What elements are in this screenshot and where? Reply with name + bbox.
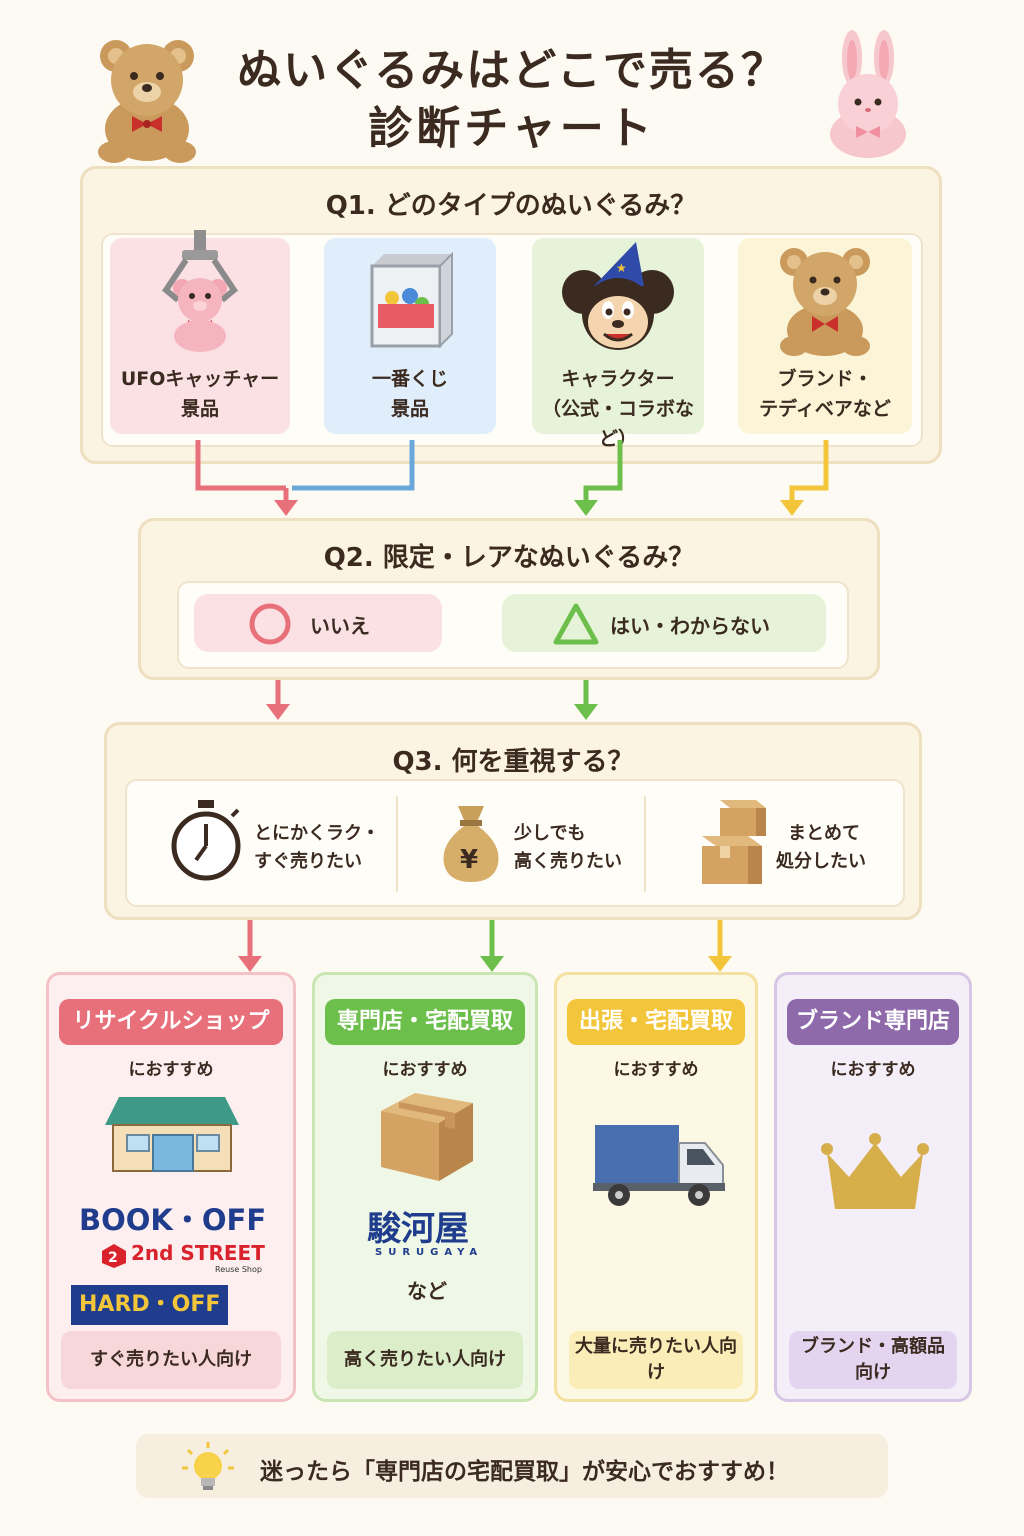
tip-text: 迷ったら「専門店の宅配買取」が安心でおすすめ！ [260,1459,789,1485]
q3-options [125,779,905,907]
crown-icon [821,1133,929,1209]
q3-title: Q3. 何を重視する？ [392,747,634,777]
result-specialty-store-foot: 高く売りたい人向け [327,1331,523,1389]
triangle-icon [553,603,599,645]
truck-icon [593,1125,725,1206]
result-specialty-store-rec: におすすめ [382,1060,468,1080]
q1-title: Q1. どのタイプのぬいぐるみ？ [325,191,697,221]
stopwatch-icon [171,800,241,881]
q1-option-brand[interactable]: ブランド・ テディベアなど [738,238,912,434]
q3-option-bulk-line1: まとめて [788,823,860,844]
result-home-visit-rec: におすすめ [613,1060,699,1080]
q1-option-character-line2: （公式・コラボなど） [541,398,694,450]
money-bag-icon: ¥ [443,806,499,882]
etc-text: など [407,1279,447,1303]
q2-option-yes-label: はい・わからない [610,614,770,638]
q2-option-no[interactable]: いいえ [194,594,442,652]
result-brand-store-foot-line1: ブランド・高額品 [801,1336,945,1357]
result-brand-store-badge: ブランド専門店 [787,999,959,1045]
boxes-icon [702,800,766,884]
teddy-bear-icon [98,40,196,163]
bookoff-logo: BOOK・OFF [79,1203,267,1237]
q1-option-character-line1: キャラクター [561,368,675,390]
result-recycle-shop-badge: リサイクルショップ [59,999,283,1045]
result-brand-store-foot-line2: 向け [855,1362,891,1383]
q3-option-high-price-line1: 少しでも [514,823,586,844]
q3-divider [644,796,646,892]
q2-title: Q2. 限定・レアなぬいぐるみ？ [323,543,695,573]
circle-icon [249,603,291,645]
q1-option-ufo-line2: 景品 [180,398,219,420]
q1-option-ichibankuji-line1: 一番くじ [371,368,448,390]
result-brand-store[interactable]: ブランド専門店 におすすめ ブランド・高額品 向け [774,972,972,1402]
q1-option-character[interactable]: ★ キャラクター （公式・コラボなど） [532,238,704,450]
2nd-street-logo: 2nd STREET [131,1241,265,1265]
svg-text:★: ★ [616,261,627,275]
shop-icon [105,1097,239,1172]
2nd-street-logo-icon: 2 [102,1244,126,1268]
q3-divider [396,796,398,892]
lightbulb-icon [182,1442,234,1490]
cardboard-box-icon [381,1093,473,1181]
teddy-bear-icon [780,248,870,356]
result-brand-store-foot: ブランド・高額品 向け [789,1331,957,1389]
result-home-visit-foot: 大量に売りたい人向け [569,1331,743,1389]
reuse-shop-text: Reuse Shop [215,1265,262,1274]
bunny-icon [830,30,906,158]
tip-banner: 迷ったら「専門店の宅配買取」が安心でおすすめ！ [136,1434,888,1498]
q1-option-brand-line2: テディベアなど [759,398,891,420]
svg-text:2: 2 [108,1250,118,1266]
result-home-visit-badge: 出張・宅配買取 [567,999,745,1045]
title-line2: 診断チャート [368,103,656,154]
surugaya-sub: SURUGAYA [375,1247,484,1258]
svg-text:¥: ¥ [460,845,478,875]
mouse-character-icon: ★ [562,242,674,350]
q1-option-ichibankuji[interactable]: 一番くじ 景品 [324,238,496,434]
ufo-catcher-icon [162,230,238,352]
q2-option-no-label: いいえ [310,614,370,638]
q3-option-high-price[interactable]: ¥ 少しでも 高く売りたい [438,794,638,890]
q3-option-bulk-line2: 処分したい [776,851,866,872]
q1-option-ufo-line1: UFOキャッチャー [120,368,280,390]
q2-option-yes[interactable]: はい・わからない [502,594,826,652]
result-recycle-shop[interactable]: リサイクルショップ におすすめ BOOK・OFF 2 2nd STREET Re… [46,972,296,1402]
prize-machine-icon [370,252,453,348]
result-recycle-shop-foot: すぐ売りたい人向け [61,1331,281,1389]
q3-option-high-price-line2: 高く売りたい [514,851,622,872]
q3-panel: Q3. 何を重視する？ [104,722,922,920]
result-brand-store-rec: におすすめ [830,1060,916,1080]
q1-option-ufo[interactable]: UFOキャッチャー 景品 [110,230,290,434]
surugaya-logo: 駿河屋 [367,1209,469,1249]
q3-option-easy[interactable]: とにかくラク・ すぐ売りたい [168,794,388,890]
q3-option-easy-line2: すぐ売りたい [254,851,362,872]
result-specialty-store-badge: 専門店・宅配買取 [325,999,525,1045]
q1-option-brand-line1: ブランド・ [777,368,873,390]
q3-option-bulk[interactable]: まとめて 処分したい [696,794,896,890]
title-line1: ぬいぐるみはどこで売る？ [237,45,787,96]
q1-option-ichibankuji-line2: 景品 [390,398,429,420]
result-recycle-shop-rec: におすすめ [128,1060,214,1080]
q3-option-easy-line1: とにかくラク・ [254,823,380,844]
result-home-visit[interactable]: 出張・宅配買取 におすすめ 大量に売りたい人向け [554,972,758,1402]
hardoff-logo: HARD・OFF [71,1285,229,1325]
result-specialty-store[interactable]: 専門店・宅配買取 におすすめ 駿河屋 SURUGAYA など 高く売りたい人向け [312,972,538,1402]
